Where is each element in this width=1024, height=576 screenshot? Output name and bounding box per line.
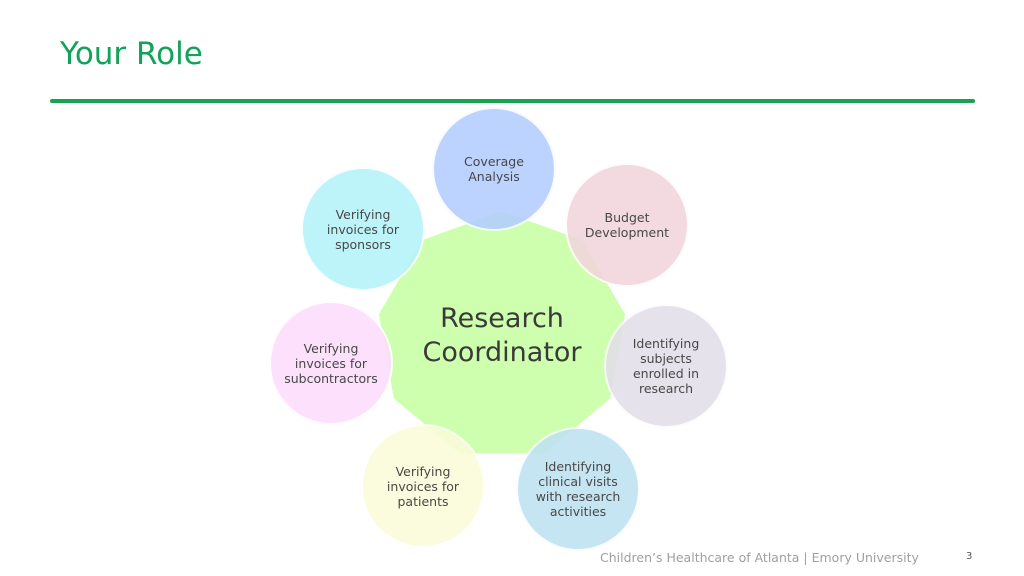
center-label: Research Coordinator xyxy=(422,303,582,368)
node-label: Verifying invoices for sponsors xyxy=(326,206,400,252)
node-label: Verifying invoices for subcontractors xyxy=(284,340,378,386)
node-verifying-invoices-sponsors: Verifying invoices for sponsors xyxy=(301,167,425,291)
node-label: Coverage Analysis xyxy=(464,154,524,184)
slide-title: Your Role xyxy=(60,36,203,72)
node-label: Identifying clinical visits with researc… xyxy=(535,459,621,519)
node-coverage-analysis: Coverage Analysis xyxy=(432,107,556,231)
node-budget-development: Budget Development xyxy=(565,163,689,287)
footer-text: Children’s Healthcare of Atlanta | Emory… xyxy=(600,550,919,565)
title-divider xyxy=(50,99,975,103)
node-label: Identifying subjects enrolled in researc… xyxy=(632,336,700,396)
center-node: Research Coordinator xyxy=(402,286,602,386)
node-label: Budget Development xyxy=(584,210,670,240)
node-label: Verifying invoices for patients xyxy=(386,463,460,509)
node-verifying-invoices-subcontractors: Verifying invoices for subcontractors xyxy=(269,301,393,425)
node-verifying-invoices-patients: Verifying invoices for patients xyxy=(361,424,485,548)
page-number: 3 xyxy=(966,551,973,562)
node-identifying-subjects: Identifying subjects enrolled in researc… xyxy=(604,304,728,428)
node-identifying-clinical-visits: Identifying clinical visits with researc… xyxy=(516,427,640,551)
